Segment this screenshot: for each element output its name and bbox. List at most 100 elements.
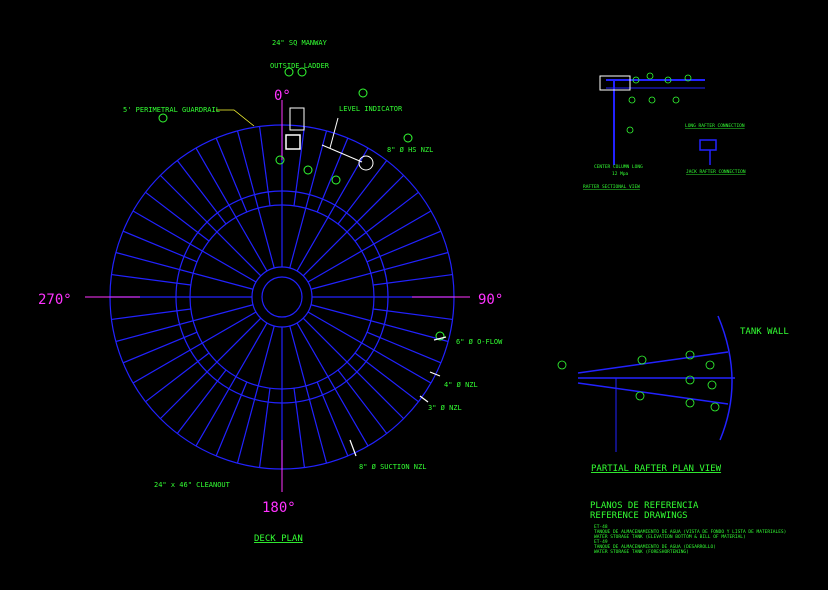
tag-bubbles	[158, 67, 445, 341]
reference-line: TANQUE DE ALMACENAMIENTO DE AGUA (DESARR…	[594, 544, 716, 550]
tag-bubble	[557, 360, 567, 370]
long-rafter	[159, 174, 262, 277]
tag-bubble	[664, 76, 672, 84]
tag-bubble	[707, 380, 717, 390]
jack-rafter	[145, 191, 210, 242]
jack-rafter	[122, 230, 198, 263]
jack-connection	[699, 139, 717, 151]
jack-rafter	[366, 230, 442, 263]
jack-rafter	[258, 388, 271, 468]
long-rafter	[115, 251, 254, 290]
long-rafter	[236, 325, 275, 464]
tag-bubble	[435, 331, 445, 341]
partial-tags	[557, 350, 720, 412]
cleanout-label: 24" x 46" CLEANOUT	[154, 481, 231, 489]
deck-ring	[251, 266, 313, 328]
deck-plan-title: DECK PLAN	[254, 534, 303, 544]
long-rafter	[132, 311, 257, 384]
tag-bubble	[331, 175, 341, 185]
long-rafter	[115, 304, 254, 343]
hs-pipe	[321, 144, 363, 163]
tag-bubble	[710, 402, 720, 412]
jack-rafter	[145, 352, 210, 403]
rafter-sectional-label: RAFTER SECTIONAL VIEW	[583, 184, 640, 190]
tag-bubble	[303, 165, 313, 175]
long-rafter	[195, 322, 268, 447]
jack-rafter-label: JACK RAFTER CONNECTION	[686, 169, 746, 175]
tag-bubble	[646, 72, 654, 80]
manway-square	[285, 134, 301, 150]
jack-rafter	[373, 273, 453, 286]
long-rafter	[289, 325, 328, 464]
long-rafter	[159, 317, 262, 420]
jack-rafter	[111, 273, 191, 286]
jack-rafter	[354, 191, 419, 242]
suction-label: 8" Ø SUCTION NZL	[359, 463, 426, 471]
jack-rafter	[111, 308, 191, 321]
jack-rafter	[258, 126, 271, 206]
jack-rafter	[337, 160, 388, 225]
tag-bubble	[403, 133, 413, 143]
angle-270: 270°	[38, 292, 72, 308]
center-column-label: CENTER COLUMN LONG	[594, 164, 643, 170]
jack-rafter	[122, 331, 198, 364]
references-title-en: REFERENCE DRAWINGS	[590, 511, 688, 521]
jack-rafter	[354, 352, 419, 403]
tag-bubble	[275, 155, 285, 165]
rafter-line	[577, 382, 729, 405]
ladder-label: OUTSIDE LADDER	[270, 62, 330, 70]
rafter-detail: CENTER COLUMN LONG 12 Mpa RAFTER SECTION…	[583, 72, 746, 190]
long-rafter	[296, 322, 369, 447]
long-rafter	[310, 304, 449, 343]
tag-bubble	[685, 375, 695, 385]
long-rafter	[132, 210, 257, 283]
long-rafter	[307, 311, 432, 384]
partial-rafter-view: TANK WALL PARTIAL RAFTER PLAN VIEW	[557, 315, 789, 474]
reference-line: WATER STORAGE TANK (FORESHORTENING)	[594, 549, 689, 555]
nzl3-nozzle	[419, 395, 429, 403]
nzl4-label: 4" Ø NZL	[444, 381, 478, 389]
deck-plan: 0° 180° 270° 90°	[38, 39, 503, 544]
tag-bubble	[632, 76, 640, 84]
tank-wall-arc	[717, 315, 733, 441]
tag-bubble	[672, 96, 680, 104]
manway-label: 24" SQ MANWAY	[272, 39, 328, 47]
ladder	[289, 107, 305, 131]
angle-0: 0°	[274, 88, 291, 104]
tag-bubble	[637, 355, 647, 365]
tag-bubble	[158, 113, 168, 123]
long-rafter	[289, 130, 328, 269]
guardrail-label: 5' PERIMETRAL GUARDRAIL	[123, 106, 220, 114]
deck-structure	[109, 124, 455, 470]
rim-nozzles	[349, 336, 447, 457]
jack-rafter	[293, 388, 306, 468]
nzl4-nozzle	[429, 371, 441, 377]
long-rafter	[195, 147, 268, 272]
oflow-label: 6" Ø O-FLOW	[456, 338, 503, 346]
rafter-line	[577, 351, 729, 374]
tank-wall-label: TANK WALL	[740, 327, 789, 337]
tag-bubble	[628, 96, 636, 104]
level-label: LEVEL INDICATOR	[339, 105, 403, 113]
tag-bubble	[685, 350, 695, 360]
guardrail-leader	[216, 109, 255, 127]
long-rafter	[296, 147, 369, 272]
references-title-es: PLANOS DE REFERENCIA	[590, 501, 699, 511]
tag-bubble	[685, 398, 695, 408]
long-rafter-label: LONG RAFTER CONNECTION	[685, 123, 745, 129]
reference-line: ET-49	[594, 539, 608, 545]
jack-rafter	[316, 137, 349, 213]
tag-bubble	[635, 391, 645, 401]
reference-line: ET-48	[594, 524, 608, 530]
tag-bubble	[297, 67, 307, 77]
suction-nozzle	[349, 439, 357, 457]
jack-rafter	[215, 381, 248, 457]
hs-nozzle-label: 8" Ø HS NZL	[387, 146, 433, 154]
long-rafter	[310, 251, 449, 290]
jack-rafter	[176, 160, 227, 225]
tag-bubble	[626, 126, 634, 134]
long-rafter	[307, 210, 432, 283]
jack-rafter	[366, 331, 442, 364]
tag-bubble	[358, 88, 368, 98]
